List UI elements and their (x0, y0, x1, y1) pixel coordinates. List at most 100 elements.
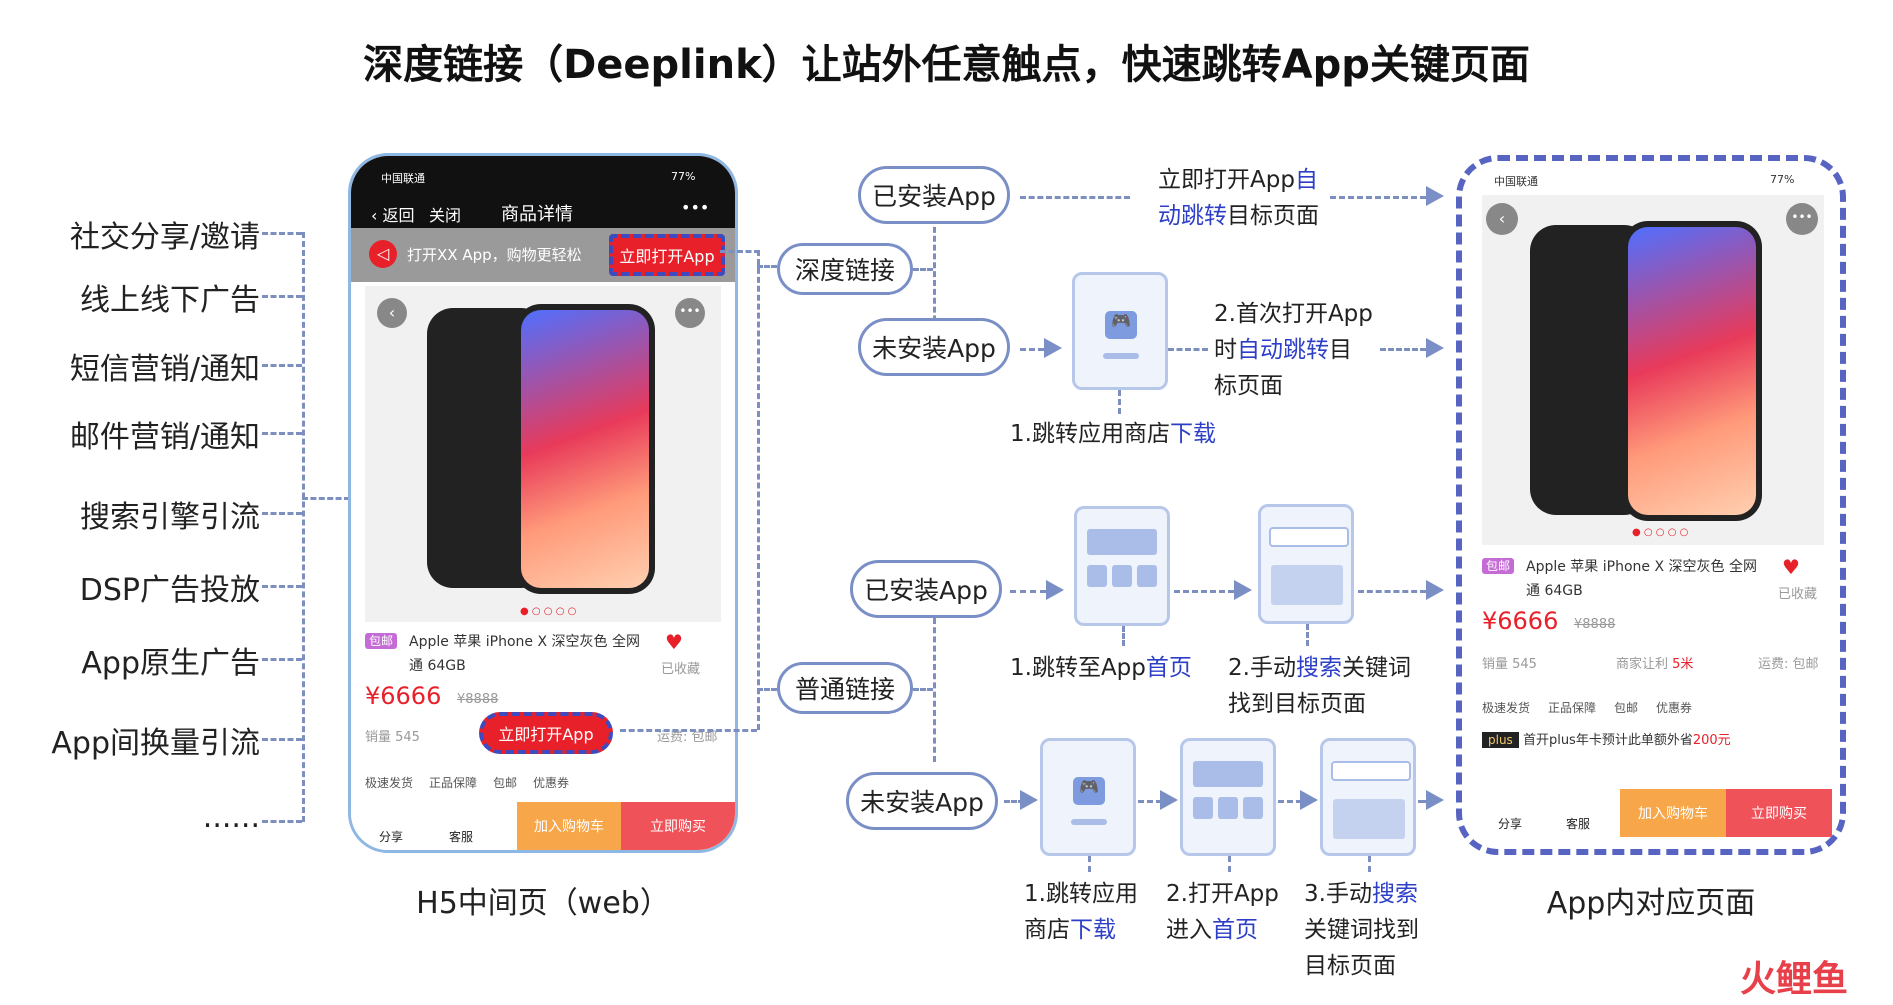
open-app-floating-button[interactable]: 立即打开App (479, 712, 613, 754)
connector (620, 729, 757, 732)
gamepad-icon: 🎮 (1073, 777, 1105, 805)
connector (262, 738, 302, 741)
connector (1168, 348, 1208, 351)
carousel-dots: ● ○ ○ ○ ○ (1632, 527, 1689, 538)
step-open-app-home: 2.打开App进入首页 (1166, 876, 1290, 948)
connector (1228, 856, 1231, 872)
phone-screen (521, 310, 649, 588)
connector (262, 232, 302, 235)
app-phone: 中国联通 77% ‹ ••• ● ○ ○ ○ ○ 包邮 Apple 苹果 iPh… (1456, 155, 1846, 855)
normal-installed-pill: 已安装App (850, 560, 1002, 618)
placeholder-bar (1243, 797, 1263, 819)
keyboard-placeholder (1271, 565, 1343, 605)
plus-badge: plus (1482, 732, 1519, 748)
back-circle-icon[interactable]: ‹ (377, 298, 407, 328)
step-highlight: 自动跳转 (1237, 337, 1329, 363)
connector (933, 618, 936, 762)
add-to-cart-button[interactable]: 加入购物车 (517, 802, 621, 850)
placeholder-bar (1193, 761, 1263, 787)
search-page-thumbnail (1258, 504, 1354, 624)
not-installed-pill: 未安装App (858, 318, 1010, 376)
step-text: 2.首次打开App时 (1214, 301, 1373, 363)
gamepad-icon: 🎮 (1105, 311, 1137, 339)
connector (262, 820, 302, 823)
banner-text: 打开XX App，购物更轻松 (407, 246, 582, 264)
step-open-app-auto: 立即打开App自动跳转目标页面 (1158, 162, 1338, 234)
back-circle-icon[interactable]: ‹ (1486, 203, 1518, 235)
back-button[interactable]: ‹ 返回 (371, 206, 415, 225)
feature-item: 优惠券 (1656, 701, 1693, 715)
connector (262, 432, 302, 435)
step-first-open-auto: 2.首次打开App时自动跳转目标页面 (1214, 296, 1374, 404)
add-to-cart-button[interactable]: 加入购物车 (1620, 789, 1726, 837)
connector (1122, 626, 1125, 646)
distance-value: 5米 (1672, 657, 1694, 672)
source-item: 短信营销/通知 (69, 352, 260, 387)
open-app-button[interactable]: 立即打开App (609, 234, 725, 276)
connector (1020, 348, 1044, 351)
speaker-icon: ◁ (369, 240, 397, 268)
plus-row[interactable]: plus 首开plus年卡预计此单额外省200元 (1482, 729, 1822, 748)
close-button[interactable]: 关闭 (429, 206, 462, 225)
normal-link-pill: 普通链接 (777, 662, 913, 714)
app-status-bar: 中国联通 77% (1470, 169, 1832, 191)
arrow-icon (1160, 790, 1178, 810)
service-button[interactable]: 客服 (1566, 817, 1591, 831)
bottom-bar: 分享 客服 加入购物车 立即购买 (351, 802, 735, 850)
step-highlight: 搜索 (1295, 655, 1342, 681)
sales: 销量 545 (1482, 657, 1537, 672)
phone-front-image (515, 304, 655, 594)
app-store-thumbnail: 🎮 (1072, 272, 1168, 390)
search-page-thumbnail-2 (1320, 738, 1416, 856)
source-item: 邮件营销/通知 (69, 420, 260, 455)
connector (933, 218, 936, 348)
step-highlight: 下载 (1070, 917, 1116, 943)
connector (1330, 196, 1426, 199)
step-app-store-download-2: 1.跳转应用商店下载 (1024, 876, 1152, 948)
buy-now-button[interactable]: 立即购买 (1726, 789, 1832, 837)
shipping: 运费: 包邮 (1758, 657, 1819, 672)
h5-phone: 中国联通 77% ‹ 返回 关闭 商品详情 ••• ◁ 打开XX App，购物更… (348, 153, 738, 853)
more-circle-icon[interactable]: ••• (675, 298, 705, 328)
tag-badge: 包邮 (1482, 558, 1515, 574)
placeholder-bar (1087, 565, 1107, 587)
connector (1174, 590, 1234, 593)
connector (1010, 590, 1046, 593)
connector (1358, 590, 1426, 593)
connector (1306, 624, 1309, 646)
placeholder-bar (1112, 565, 1132, 587)
heart-icon[interactable]: ♥ (665, 630, 683, 654)
step-highlight: 自动跳转 (1158, 167, 1318, 229)
more-circle-icon[interactable]: ••• (1786, 203, 1818, 235)
app-store-thumbnail-2: 🎮 (1040, 738, 1136, 856)
home-page-thumbnail (1074, 506, 1170, 626)
placeholder-bar (1087, 529, 1157, 555)
page-title: 深度链接（Deeplink）让站外任意触点，快速跳转App关键页面 (363, 42, 1530, 88)
share-button[interactable]: 分享 (379, 830, 404, 844)
connector (302, 232, 305, 822)
step-text: 1.跳转应用商店 (1010, 421, 1170, 447)
arrow-icon (1426, 186, 1444, 206)
step-text: 1.跳转应用商店 (1024, 881, 1138, 943)
connector (302, 497, 350, 500)
source-item: App间换量引流 (51, 726, 260, 761)
feature-item: 包邮 (493, 776, 518, 790)
home-page-thumbnail-2 (1180, 738, 1276, 856)
connector (262, 585, 302, 588)
service-button[interactable]: 客服 (449, 830, 474, 844)
connector (1118, 390, 1121, 414)
phone-screen (1628, 227, 1756, 515)
product-name: Apple 苹果 iPhone X 深空灰色 全网通 64GB (409, 634, 640, 674)
heart-icon[interactable]: ♥ (1782, 555, 1800, 579)
connector (757, 250, 760, 730)
more-icon[interactable]: ••• (681, 198, 710, 217)
product-info: 包邮 Apple 苹果 iPhone X 深空灰色 全网通 64GB ♥ 已收藏… (365, 630, 721, 745)
buy-now-button[interactable]: 立即购买 (621, 802, 735, 850)
keyboard-placeholder (1333, 799, 1405, 839)
step-text: 2.手动 (1228, 655, 1296, 681)
share-button[interactable]: 分享 (1498, 817, 1523, 831)
old-price: ¥8888 (457, 692, 499, 707)
step-text: 3.手动 (1304, 881, 1372, 907)
distance: 商家让利 5米 (1616, 653, 1693, 672)
arrow-icon (1426, 338, 1444, 358)
